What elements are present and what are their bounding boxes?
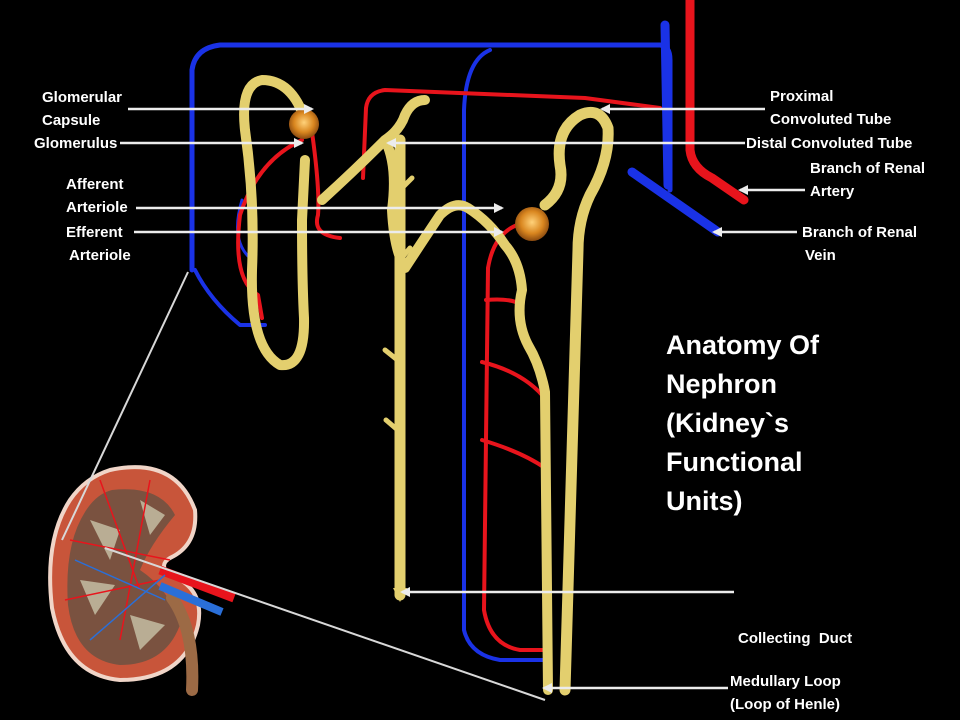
label-renal-vein-line-2: Vein [805,247,836,264]
afferent-artery-path [482,222,550,652]
title-line-2: Nephron [666,369,777,399]
vasa-recta-vein [462,48,547,662]
diagram-title: Anatomy Of Nephron (Kidney`s Functional … [666,326,819,521]
label-glomerulus: Glomerulus [34,132,117,155]
title-line-4: Functional [666,447,803,477]
glomerulus-juxtamedullary-ball [515,207,549,241]
renal-vein-inset [158,582,224,616]
duct-branches [382,175,415,435]
label-efferent-arteriole-line-1: Efferent [66,224,123,241]
label-medullary-loop-line-2: (Loop of Henle) [730,696,840,713]
label-glomerular-capsule: Glomerular Capsule [42,86,122,132]
pointer-lines [120,104,805,693]
label-renal-artery-line-2: Artery [810,183,855,200]
label-distal-line-1: Distal Convoluted Tube [746,135,913,152]
label-glomerulus-line-1: Glomerulus [34,135,118,152]
label-efferent-arteriole: Efferent Arteriole [66,221,131,267]
label-renal-vein-line-1: Branch of Renal [802,224,918,241]
renal-vein-branch [627,20,723,237]
label-branch-of-renal-vein: Branch of Renal Vein [802,221,917,267]
label-proximal-line-1: Proximal [770,88,834,105]
label-glomerular-capsule-line-2: Capsule [42,112,101,129]
label-distal-convoluted-tube: Distal Convoluted Tube [746,132,912,155]
efferent-vessel [310,130,342,240]
label-branch-of-renal-artery: Branch of Renal Artery [810,157,925,203]
label-afferent-arteriole: Afferent Arteriole [66,173,128,219]
renal-artery-inset [158,565,236,603]
zoom-lines [61,271,546,701]
label-glomerular-capsule-line-1: Glomerular [42,89,123,106]
label-afferent-arteriole-line-2: Arteriole [66,199,128,216]
label-afferent-arteriole-line-1: Afferent [66,176,124,193]
proximal-tube-loop [239,75,310,371]
title-line-5: Units) [666,486,743,516]
lower-left-vein [193,268,267,327]
distal-tube-path [317,95,553,695]
tubule [239,75,614,696]
label-collecting-duct: Collecting Duct [738,581,852,696]
kidney-pyramids [80,500,165,650]
label-collecting-duct-line-1: Collecting Duct [738,630,853,647]
label-medullary-loop: Medullary Loop (Loop of Henle) [730,670,841,716]
title-line-3: (Kidney`s [666,408,790,438]
glomerulus-capsule-ball [289,109,319,139]
kidney-inset [48,465,236,696]
label-medullary-loop-line-1: Medullary Loop [730,673,841,690]
upper-artery [361,88,662,180]
label-renal-artery-line-1: Branch of Renal [810,160,926,177]
label-efferent-arteriole-line-2: Arteriole [69,247,131,264]
ureter [166,592,199,696]
label-proximal-convoluted-tube: Proximal Convoluted Tube [770,85,891,131]
renal-artery-branch [685,0,749,205]
label-proximal-line-2: Convoluted Tube [770,111,892,128]
kidney-vessels-blue [74,559,166,641]
kidney-inner-tissue [67,489,180,665]
ascending-limb [539,106,614,696]
vasa-recta-rungs [480,297,547,470]
title-line-1: Anatomy Of [666,330,820,360]
kidney-vessels [64,479,171,641]
vein-network [189,20,723,662]
